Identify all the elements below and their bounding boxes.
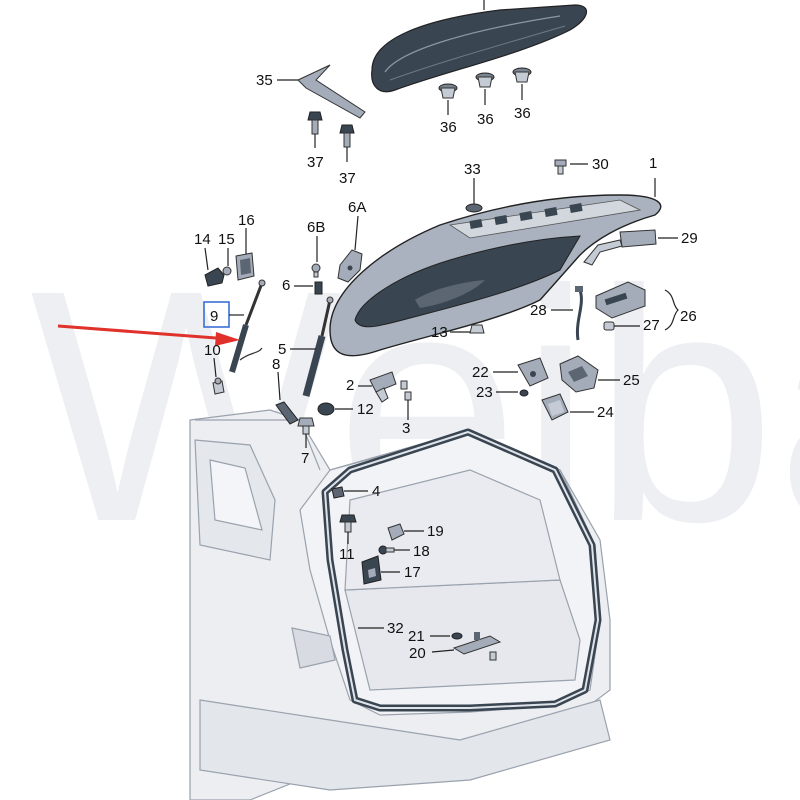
callout-5: 5: [278, 341, 286, 358]
grommet-36a: [438, 83, 458, 99]
bolt-37b: [339, 124, 355, 148]
callout-3: 3: [402, 420, 410, 437]
callout-4: 4: [372, 483, 380, 500]
screw-21: [451, 632, 463, 640]
callout-6b: 6B: [307, 219, 325, 236]
callout-27: 27: [643, 317, 660, 334]
handle-29: [583, 229, 657, 266]
latch-22: [517, 357, 549, 387]
lock-module-26: [595, 281, 646, 319]
callout-2: 2: [346, 377, 354, 394]
callout-28: 28: [530, 302, 547, 319]
callout-6a: 6A: [348, 199, 366, 216]
callout-30: 30: [592, 156, 609, 173]
wiring-guide-8: [275, 401, 299, 425]
cover-24: [541, 393, 569, 421]
bolt-7: [297, 417, 315, 435]
callout-17: 17: [404, 564, 421, 581]
grommet-36c: [512, 67, 532, 83]
buffer-12: [317, 402, 335, 416]
callout-37b: 37: [339, 170, 356, 187]
callout-9: 9: [210, 308, 218, 325]
buffer-19: [387, 523, 405, 541]
callout-36b: 36: [477, 111, 494, 128]
stud-6: [314, 281, 323, 295]
callout-21: 21: [408, 628, 425, 645]
callout-6: 6: [282, 277, 290, 294]
spoiler-bracket: [297, 64, 366, 119]
cable-28: [575, 286, 583, 341]
callout-14: 14: [194, 231, 211, 248]
screw-23: [519, 389, 529, 397]
striker-2: [369, 371, 397, 403]
callout-37a: 37: [307, 154, 324, 171]
plug-27: [603, 321, 615, 331]
callout-19: 19: [427, 523, 444, 540]
grommet-36b: [475, 72, 495, 88]
clip-33: [465, 203, 483, 213]
callout-20: 20: [409, 645, 426, 662]
callout-33: 33: [464, 161, 481, 178]
callout-36a: 36: [440, 119, 457, 136]
rear-spoiler: [371, 4, 587, 93]
callout-16: 16: [238, 212, 255, 229]
callout-8: 8: [272, 356, 280, 373]
callout-15: 15: [218, 231, 235, 248]
bump-stop-14: [204, 267, 225, 287]
hinge-6a: [337, 249, 363, 283]
callout-24: 24: [597, 404, 614, 421]
gas-strut-9: [229, 279, 266, 373]
screw-15: [222, 266, 232, 276]
callout-22: 22: [472, 364, 489, 381]
clip-4: [331, 486, 345, 499]
callout-23: 23: [476, 384, 493, 401]
lock-actuator-25: [559, 355, 599, 393]
tailgate-panel: [329, 194, 662, 357]
callout-11: 11: [339, 546, 355, 563]
ball-stud-10: [212, 377, 225, 395]
latch-guide-17: [361, 555, 382, 585]
arrow-right-icon: [57, 324, 240, 346]
callout-12: 12: [357, 401, 374, 418]
callout-7: 7: [301, 450, 309, 467]
callout-18: 18: [413, 543, 430, 560]
callout-32: 32: [387, 620, 404, 637]
striker-plate-20: [452, 632, 502, 661]
nut-13: [469, 324, 485, 334]
callout-36c: 36: [514, 105, 531, 122]
callout-26: 26: [680, 308, 697, 325]
callout-29: 29: [681, 230, 698, 247]
vehicle-body: [189, 409, 611, 800]
bolt-37a: [307, 111, 323, 135]
callout-1: 1: [649, 155, 657, 172]
callout-25: 25: [623, 372, 640, 389]
callout-13: 13: [431, 324, 448, 341]
gas-strut-5: [302, 296, 334, 397]
screw-30: [554, 159, 567, 175]
callout-35: 35: [256, 72, 273, 89]
screw-6b: [311, 263, 321, 278]
callout-10: 10: [204, 342, 221, 359]
bracket-16: [235, 252, 255, 281]
